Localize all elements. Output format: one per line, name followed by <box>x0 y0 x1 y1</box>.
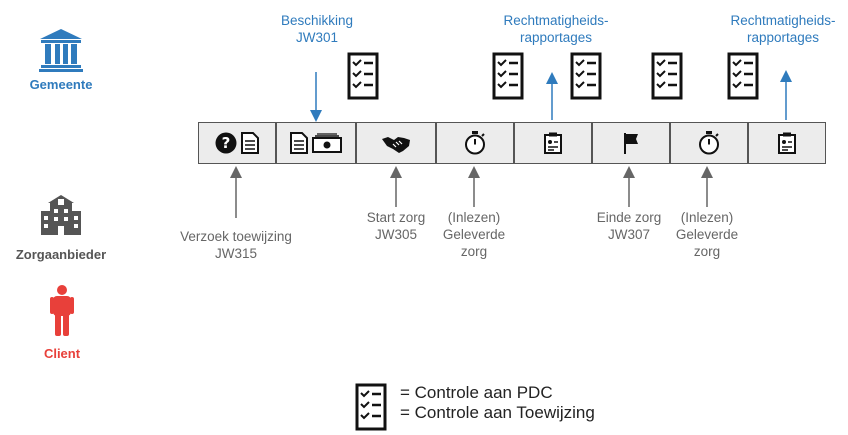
timeline-cell-start-zorg <box>356 122 436 164</box>
clipboard-report-icon <box>778 132 796 154</box>
document-icon <box>290 132 308 154</box>
document-icon <box>241 132 259 154</box>
legend-controle-pdc: = Controle aan PDC <box>400 383 553 402</box>
question-circle-icon: ? <box>215 132 237 154</box>
timeline-cell-rapportage-1 <box>514 122 592 164</box>
checklist-icon <box>492 52 524 100</box>
legend-checklist-icon <box>355 383 387 431</box>
label-rechtmatigheid-2: Rechtmatigheids- rapportages <box>730 13 836 45</box>
checklist-icon <box>347 52 379 100</box>
actor-label-zorgaanbieder: Zorgaanbieder <box>15 247 107 262</box>
label-verzoek-toewijzing: Verzoek toewijzing JW315 <box>180 229 292 261</box>
timeline-cell-inlezen-1 <box>436 122 514 164</box>
handshake-icon <box>382 137 410 153</box>
timeline-cell-inlezen-2 <box>670 122 748 164</box>
label-inlezen-geleverde-zorg-2: (Inlezen) Geleverde zorg <box>675 210 739 259</box>
legend-controle-toewijzing: = Controle aan Toewijzing <box>400 403 595 422</box>
stopwatch-icon <box>465 131 485 155</box>
timeline-cell-rapportage-2 <box>748 122 826 164</box>
money-icon <box>312 133 342 153</box>
clipboard-report-icon <box>544 132 562 154</box>
timeline-cell-einde-zorg <box>592 122 670 164</box>
timeline-cell-verzoek: ? <box>198 122 276 164</box>
label-rechtmatigheid-1: Rechtmatigheids- rapportages <box>503 13 609 45</box>
building-icon <box>40 195 82 235</box>
stopwatch-icon <box>699 131 719 155</box>
flag-icon <box>624 133 638 154</box>
checklist-icon <box>651 52 683 100</box>
timeline-cell-beschikking <box>276 122 356 164</box>
checklist-icon <box>570 52 602 100</box>
label-einde-zorg: Einde zorg JW307 <box>596 210 662 242</box>
label-beschikking: Beschikking JW301 <box>280 13 354 45</box>
person-icon <box>50 285 74 337</box>
actor-label-client: Client <box>43 346 81 361</box>
svg-text:?: ? <box>222 134 231 152</box>
checklist-icon <box>727 52 759 100</box>
gemeente-icon <box>38 28 84 72</box>
label-inlezen-geleverde-zorg-1: (Inlezen) Geleverde zorg <box>442 210 506 259</box>
label-start-zorg: Start zorg JW305 <box>366 210 426 242</box>
actor-label-gemeente: Gemeente <box>29 77 93 92</box>
